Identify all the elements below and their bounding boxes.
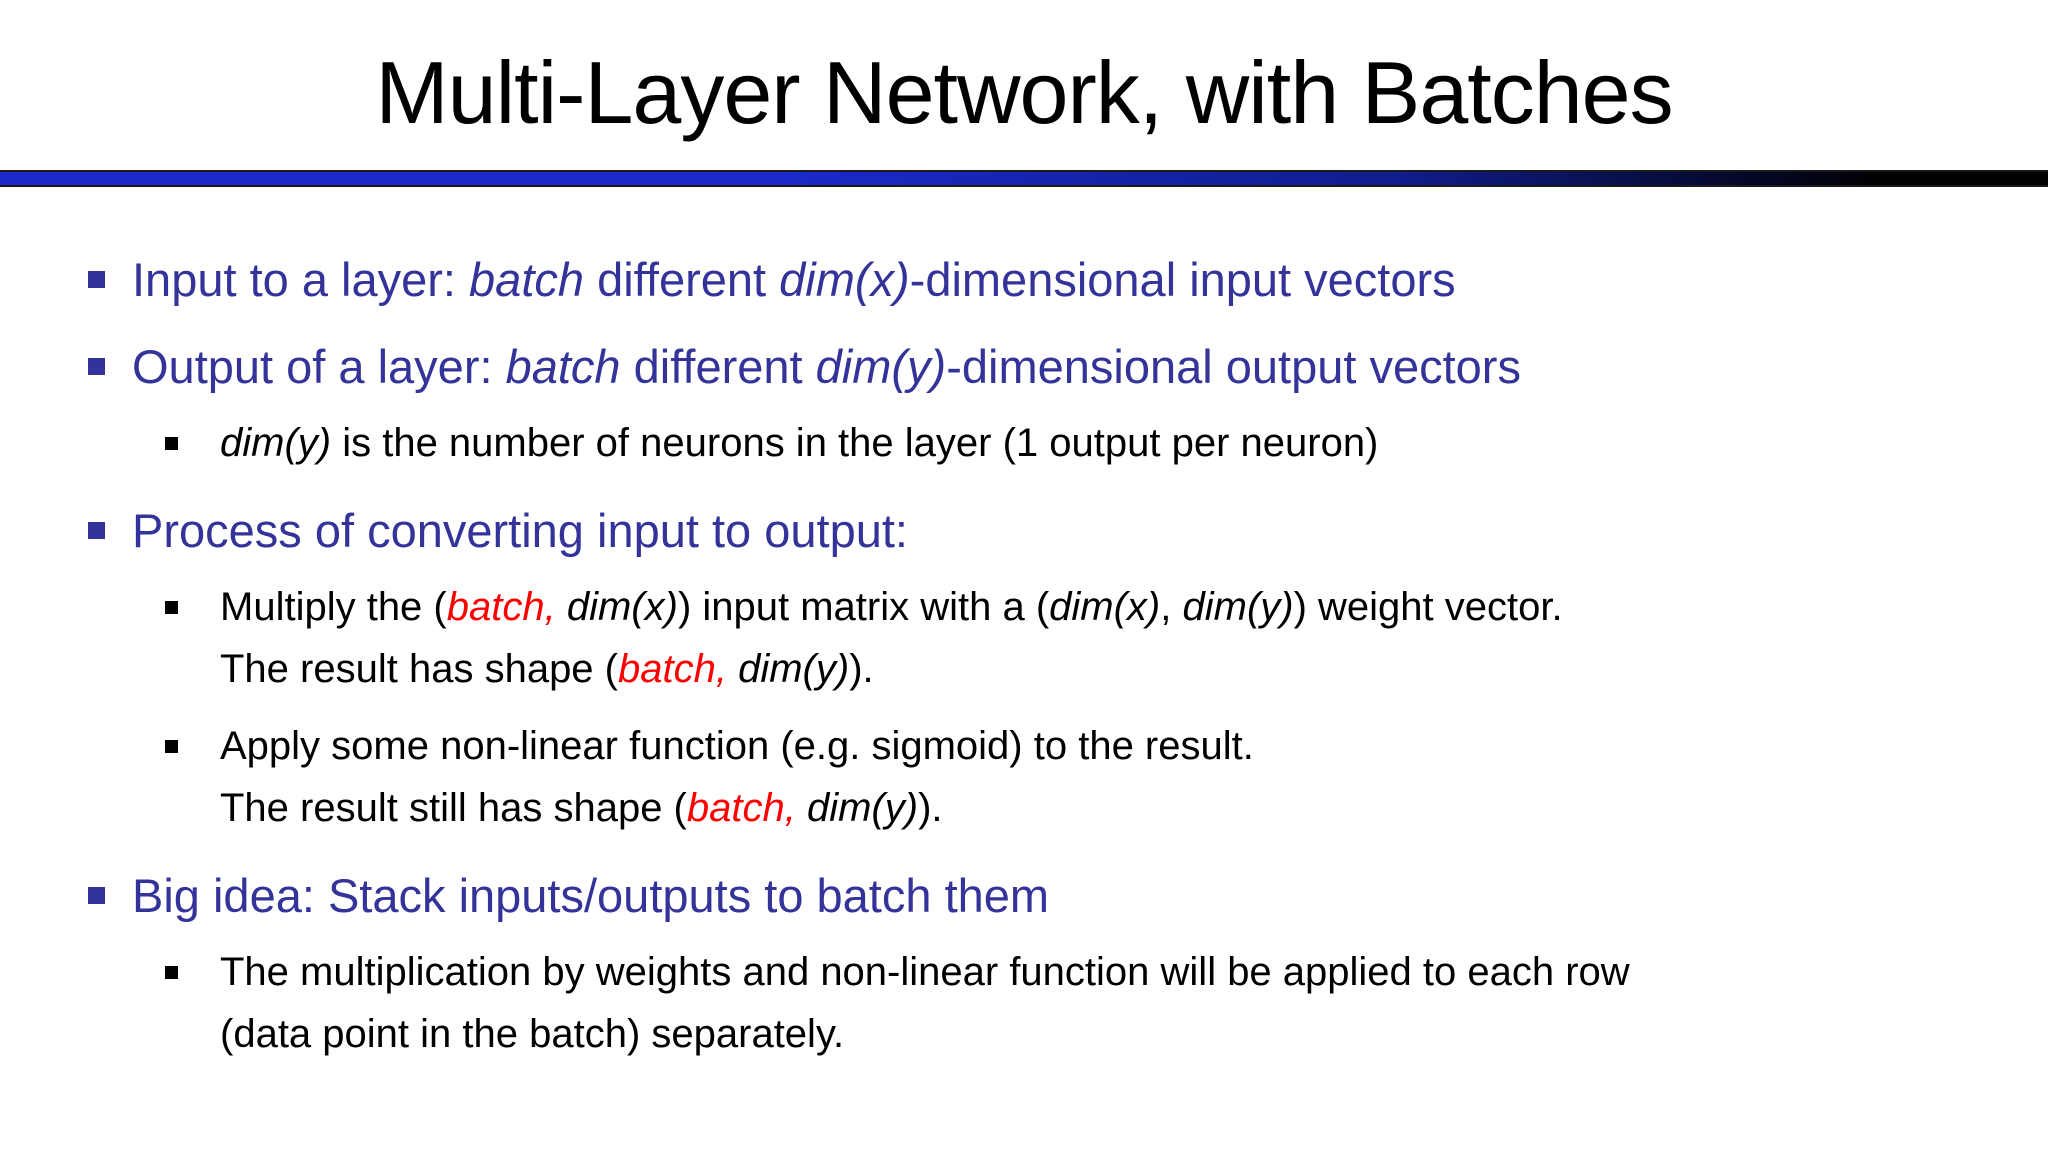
text-segment (556, 585, 567, 629)
text-segment: The result still has shape ( (220, 786, 687, 830)
text-segment: dim(x) (1049, 585, 1161, 629)
bullet-item: Output of a layer: batch different dim(y… (88, 336, 1998, 397)
text-segment: Input to a layer: (132, 253, 470, 306)
title-divider-bar (0, 170, 2048, 187)
bullet-square-icon (88, 522, 105, 539)
bullet-text: Big idea: Stack inputs/outputs to batch … (132, 865, 1049, 926)
text-segment: dim(x) (566, 585, 678, 629)
bullet-text: Process of converting input to output: (132, 500, 908, 561)
text-segment: ) weight vector. (1293, 585, 1563, 629)
text-segment: Process of converting input to output: (132, 504, 908, 557)
bullet-item: Process of converting input to output: (88, 500, 1998, 561)
bullet-text: dim(y) is the number of neurons in the l… (220, 412, 1378, 474)
bullet-text: Output of a layer: batch different dim(y… (132, 336, 1521, 397)
text-segment: dim(x) (779, 253, 910, 306)
bullet-square-icon (88, 358, 105, 375)
text-segment: batch, (446, 585, 556, 629)
text-segment: Multiply the ( (220, 585, 447, 629)
text-segment: Output of a layer: (132, 340, 506, 393)
text-segment: -dimensional output vectors (946, 340, 1521, 393)
bullet-square-icon (165, 437, 178, 450)
bullet-item: Input to a layer: batch different dim(x)… (88, 249, 1998, 310)
bullet-text: The multiplication by weights and non-li… (220, 941, 1630, 1065)
sub-bullet-item: The multiplication by weights and non-li… (88, 941, 1998, 1065)
text-segment (796, 786, 807, 830)
bullet-text: Multiply the (batch, dim(x)) input matri… (220, 576, 1563, 700)
text-segment: batch, (618, 647, 727, 691)
text-segment: batch (505, 340, 621, 393)
bullet-square-icon (165, 740, 178, 753)
text-segment: Apply some non-linear function (e.g. sig… (220, 724, 1254, 768)
bullet-item: Big idea: Stack inputs/outputs to batch … (88, 865, 1998, 926)
bullet-square-icon (88, 271, 105, 288)
text-segment: batch, (686, 786, 796, 830)
text-segment: dim(y) (1182, 585, 1294, 629)
text-segment: different (584, 253, 780, 306)
text-segment: dim(y) (806, 786, 919, 830)
bullet-text: Input to a layer: batch different dim(x)… (132, 249, 1456, 310)
text-segment: ) input matrix with a ( (677, 585, 1050, 629)
bullet-square-icon (88, 887, 105, 904)
bullet-square-icon (165, 601, 178, 614)
bullet-text: Apply some non-linear function (e.g. sig… (220, 715, 1254, 839)
sub-bullet-item: Multiply the (batch, dim(x)) input matri… (88, 576, 1998, 700)
text-segment: The result has shape ( (220, 647, 618, 691)
text-segment: , (1160, 585, 1183, 629)
text-segment (727, 647, 738, 691)
bullet-list: Input to a layer: batch different dim(x)… (0, 187, 2048, 1065)
slide-title: Multi-Layer Network, with Batches (375, 43, 1673, 142)
sub-bullet-item: dim(y) is the number of neurons in the l… (88, 412, 1998, 474)
text-segment: dim(y) (738, 647, 850, 691)
text-segment: ). (849, 647, 874, 691)
text-segment: Big idea: Stack inputs/outputs to batch … (132, 869, 1050, 922)
text-segment: dim(y) (815, 340, 947, 393)
sub-bullet-item: Apply some non-linear function (e.g. sig… (88, 715, 1998, 839)
text-segment: The multiplication by weights and non-li… (220, 950, 1630, 994)
text-segment: ). (918, 786, 943, 830)
text-segment: batch (469, 253, 585, 306)
text-segment: different (620, 340, 816, 393)
text-segment: dim(y) (220, 421, 332, 465)
text-segment: -dimensional input vectors (909, 253, 1456, 306)
text-segment: (data point in the batch) separately. (220, 1012, 845, 1056)
bullet-square-icon (165, 966, 178, 979)
text-segment: is the number of neurons in the layer (1… (331, 421, 1379, 465)
